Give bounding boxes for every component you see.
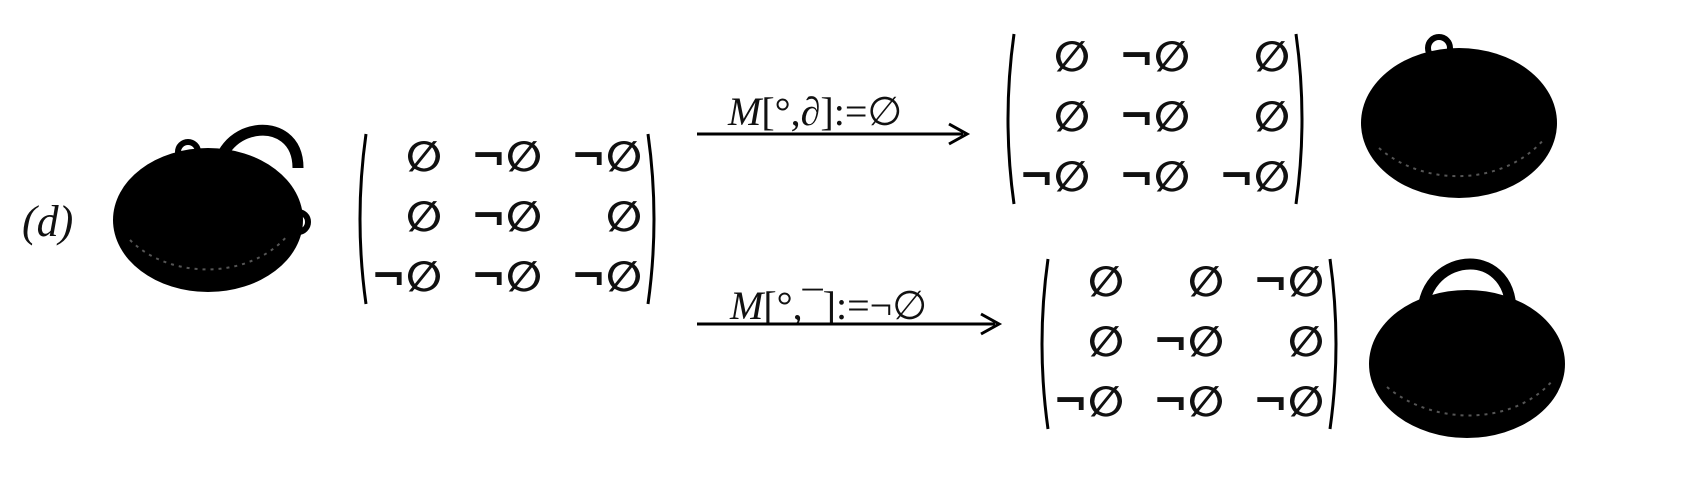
matrix-cell: ∅ xyxy=(1254,32,1290,81)
matrix-cell: ∅ xyxy=(1288,317,1324,366)
matrix-cell: ¬∅ xyxy=(1152,317,1224,366)
top-transform-label: M[°,∂]:=∅ xyxy=(728,88,902,135)
source-pot-icon xyxy=(113,124,311,292)
bottom-result-pot-icon xyxy=(1369,258,1565,438)
matrix-cell: ∅ xyxy=(1054,92,1090,141)
top-transform-label-rest: [°,∂]:=∅ xyxy=(761,89,903,134)
matrix-cell: ¬∅ xyxy=(1252,377,1324,426)
matrix-cell: ¬∅ xyxy=(470,252,542,301)
matrix-cell: ¬∅ xyxy=(370,252,442,301)
matrix-cell: ¬∅ xyxy=(1118,32,1190,81)
source-matrix: ∅ ¬∅ ¬∅ ∅ ¬∅ ∅ ¬∅ ¬∅ ¬∅ xyxy=(352,130,662,308)
bottom-transform-label-rest: [°,¯]:=¬∅ xyxy=(763,283,928,328)
matrix-cell: ¬∅ xyxy=(1218,152,1290,201)
bottom-transform-label: M[°,¯]:=¬∅ xyxy=(730,282,927,329)
matrix-cell: ¬∅ xyxy=(1118,92,1190,141)
bottom-result-matrix: ∅ ∅ ¬∅ ∅ ¬∅ ∅ ¬∅ ¬∅ ¬∅ xyxy=(1034,255,1344,433)
matrix-cell: ¬∅ xyxy=(1118,152,1190,201)
matrix-cell: ∅ xyxy=(1088,317,1124,366)
matrix-cell: ∅ xyxy=(1254,92,1290,141)
matrix-cell: ∅ xyxy=(406,192,442,241)
matrix-cell: ¬∅ xyxy=(1018,152,1090,201)
matrix-cell: ¬∅ xyxy=(1152,377,1224,426)
matrix-cell: ¬∅ xyxy=(470,192,542,241)
top-transform-label-italic: M xyxy=(728,89,762,134)
bottom-transform-label-italic: M xyxy=(730,283,764,328)
matrix-cell: ∅ xyxy=(406,132,442,181)
top-result-pot-icon xyxy=(1361,34,1557,198)
matrix-cell: ∅ xyxy=(1088,257,1124,306)
matrix-cell: ¬∅ xyxy=(1052,377,1124,426)
top-arrow-icon xyxy=(697,122,971,146)
matrix-cell: ¬∅ xyxy=(570,132,642,181)
bottom-arrow-icon xyxy=(697,312,1003,336)
matrix-cell: ∅ xyxy=(1054,32,1090,81)
top-result-matrix: ∅ ¬∅ ∅ ∅ ¬∅ ∅ ¬∅ ¬∅ ¬∅ xyxy=(1000,30,1310,208)
panel-label: (d) xyxy=(22,197,74,246)
matrix-cell: ∅ xyxy=(1188,257,1224,306)
matrix-cell: ¬∅ xyxy=(570,252,642,301)
matrix-cell: ¬∅ xyxy=(470,132,542,181)
matrix-cell: ¬∅ xyxy=(1252,257,1324,306)
matrix-cell: ∅ xyxy=(606,192,642,241)
